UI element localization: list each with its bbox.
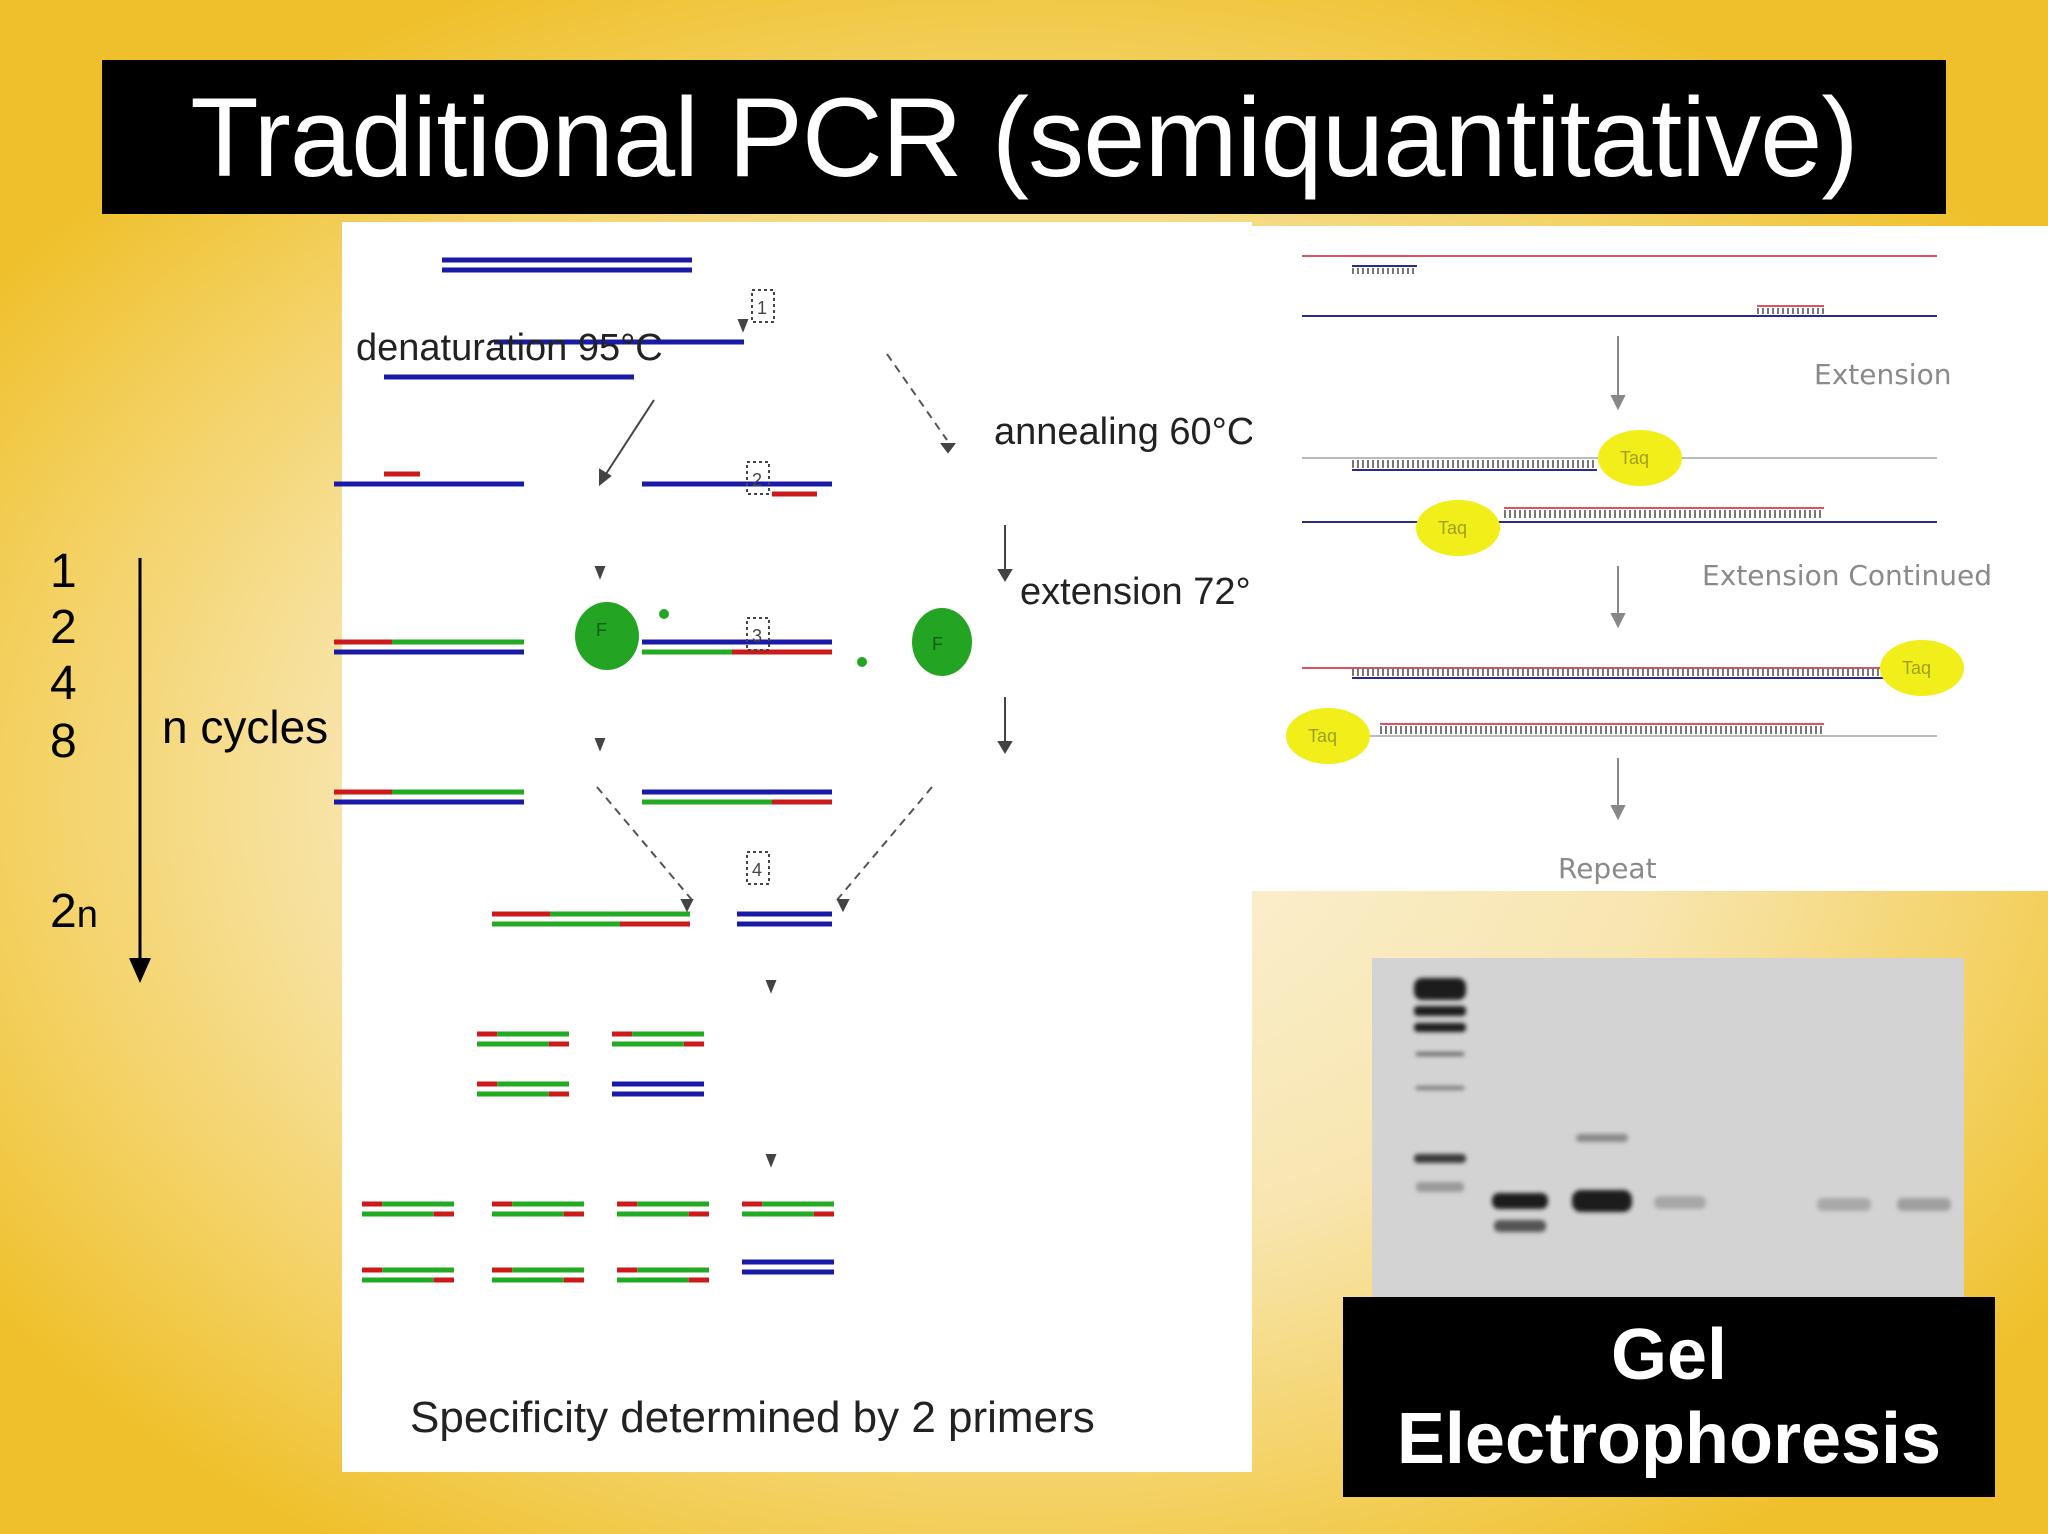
gel-image-svg	[1372, 958, 1964, 1298]
step-number: 2	[752, 470, 762, 490]
annealing-label: annealing 60°C	[994, 411, 1254, 453]
taq-polymerase	[1416, 500, 1500, 556]
power-base: 2	[50, 885, 77, 938]
pcr-diagram-svg: F F 1 2 3 4 denaturation 95°C annealing …	[334, 257, 1278, 1442]
gel-label-line2: Electrophoresis	[1396, 1399, 1942, 1479]
page-title: Traditional PCR (semiquantitative)	[190, 74, 1858, 200]
taq-label: Taq	[1902, 658, 1931, 678]
step-number: 3	[752, 626, 762, 646]
taq-polymerase	[1880, 640, 1964, 696]
cycle-number: 1	[50, 545, 77, 598]
cycle-number: 2	[50, 601, 77, 654]
cycles-label: n cycles	[162, 701, 329, 753]
cycle-number: 4	[50, 657, 77, 710]
taq-polymerase	[1286, 708, 1370, 764]
power-exponent: n	[76, 894, 98, 936]
extension-step-label: Extension	[1814, 358, 1951, 391]
gel-label-box: Gel Electrophoresis	[1343, 1297, 1995, 1497]
cycle-counter: 1 2 4 8 2n n cycles	[40, 540, 360, 1000]
cycle-power: 2n	[50, 884, 98, 939]
repeat-label: Repeat	[1558, 852, 1657, 885]
pcr-footer: Specificity determined by 2 primers	[410, 1393, 1095, 1442]
step-number: 4	[752, 860, 762, 880]
gel-label-line1: Gel	[1610, 1315, 1728, 1395]
taq-label: Taq	[1438, 518, 1467, 538]
taq-label: Taq	[1308, 726, 1337, 746]
cycles-arrow	[129, 558, 151, 983]
extension-label: extension 72°C	[1020, 571, 1278, 613]
taq-label: Taq	[1620, 448, 1649, 468]
extension-diagram: Taq Taq Taq Taq Extension Extension Cont…	[1252, 226, 2048, 891]
taq-polymerase	[1598, 430, 1682, 486]
extension-diagram-svg: Taq Taq Taq Taq Extension Extension Cont…	[1286, 255, 1992, 885]
step-number: 1	[757, 298, 767, 318]
title-bar: Traditional PCR (semiquantitative)	[102, 60, 1946, 214]
denaturation-label: denaturation 95°C	[356, 327, 663, 369]
polymerase-letter: F	[932, 634, 943, 654]
polymerase-blob	[912, 608, 972, 676]
extension-continued-label: Extension Continued	[1702, 559, 1992, 592]
pcr-cycle-diagram: F F 1 2 3 4 denaturation 95°C annealing …	[334, 222, 1278, 1472]
polymerase-blob	[575, 602, 639, 670]
cycle-number: 8	[50, 715, 77, 768]
polymerase-letter: F	[596, 620, 607, 640]
gel-image	[1372, 958, 1964, 1298]
